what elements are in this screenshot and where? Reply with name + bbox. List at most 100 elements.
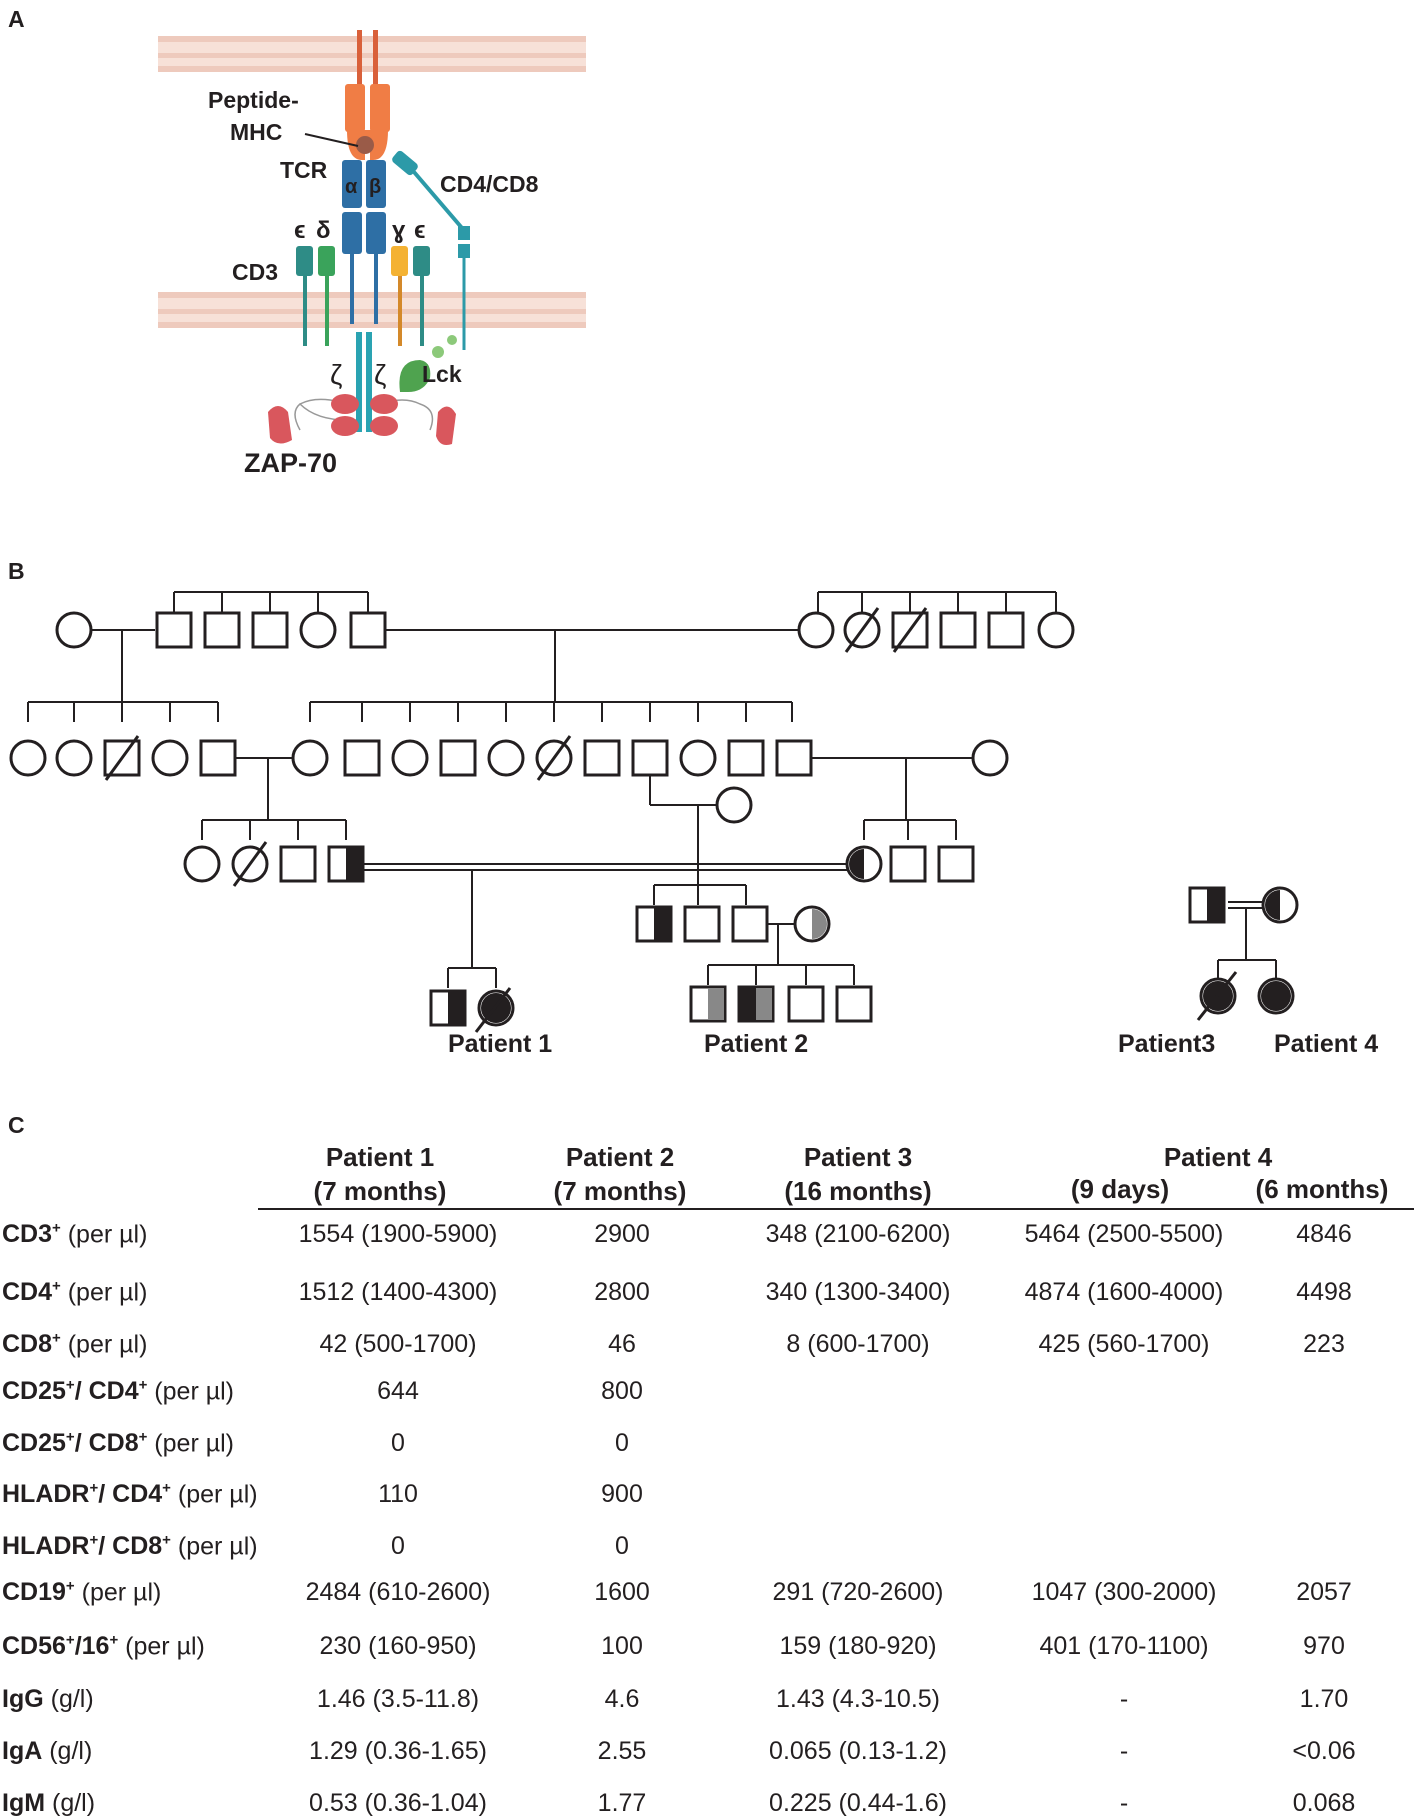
cd4-cd8-label: CD4/CD8 — [440, 171, 539, 197]
table-cell: 970 — [1303, 1632, 1345, 1660]
header-patient1: Patient 1 (7 months) — [290, 1142, 470, 1207]
lower-membrane — [158, 292, 586, 328]
table-cell: 42 (500-1700) — [319, 1330, 477, 1358]
row-unit: (per µl) — [60, 1220, 148, 1249]
table-cell: 2.55 — [597, 1737, 647, 1765]
peptide-pointer-line — [304, 133, 359, 147]
row-unit: (per µl) — [60, 1278, 148, 1307]
header-patient4-age-b: (6 months) — [1255, 1174, 1389, 1204]
row-label: CD25+/ CD4+ (per µl) — [2, 1377, 234, 1406]
table-cell: 100 — [601, 1632, 643, 1660]
patient2-label: Patient 2 — [704, 1030, 808, 1058]
row-label: CD3+ (per µl) — [2, 1220, 147, 1249]
zap70-label: ZAP-70 — [244, 448, 337, 478]
table-cell: 1.77 — [597, 1789, 647, 1817]
table-cell: 2800 — [594, 1278, 650, 1306]
header-patient1-age: (7 months) — [313, 1176, 447, 1206]
table-cell: 2484 (610-2600) — [305, 1578, 491, 1606]
cd3-delta: δ — [316, 217, 331, 244]
patient4-label: Patient 4 — [1274, 1030, 1378, 1058]
table-cell: 5464 (2500-5500) — [1024, 1220, 1224, 1248]
tcr-label: TCR — [280, 157, 328, 183]
table-cell: 8 (600-1700) — [786, 1330, 930, 1358]
header-patient2-age: (7 months) — [553, 1176, 687, 1206]
row-marker: HLADR+/ CD8+ — [2, 1532, 171, 1561]
table-cell: 340 (1300-3400) — [765, 1278, 951, 1306]
table-cell: 0.53 (0.36-1.04) — [309, 1789, 487, 1817]
cd3-gamma: ɣ — [392, 217, 406, 244]
row-unit: (g/l) — [42, 1737, 93, 1765]
table-cell: 1554 (1900-5900) — [298, 1220, 498, 1248]
row-marker: CD25+/ CD8+ — [2, 1429, 148, 1458]
cd3-label: CD3 — [232, 259, 278, 285]
lck-kinase — [399, 335, 457, 392]
row-label: HLADR+/ CD8+ (per µl) — [2, 1532, 258, 1561]
cd3-epsilon-right: ϵ — [414, 217, 425, 244]
zap70-kinase — [268, 394, 456, 445]
table-cell: 2900 — [594, 1220, 650, 1248]
deceased-marks — [104, 607, 1238, 1033]
tcr-chains — [342, 160, 386, 324]
row-label: IgG (g/l) — [2, 1685, 94, 1714]
table-cell: - — [1119, 1737, 1129, 1765]
row-label: CD56+/16+ (per µl) — [2, 1632, 205, 1661]
cd3-chains — [296, 246, 430, 346]
row-label: IgA (g/l) — [2, 1737, 92, 1766]
header-rule — [258, 1208, 1414, 1210]
table-cell: 0 — [391, 1532, 405, 1560]
zeta-left-label: ζ — [330, 359, 342, 390]
table-cell: 4498 — [1296, 1278, 1352, 1306]
cd3-epsilon-left: ϵ — [294, 217, 305, 244]
row-marker: IgA — [2, 1737, 43, 1765]
row-label: CD8+ (per µl) — [2, 1330, 147, 1359]
row-marker: HLADR+/ CD4+ — [2, 1480, 171, 1509]
table-cell: 800 — [601, 1377, 643, 1405]
table-cell: 0 — [615, 1429, 629, 1457]
table-cell: 4846 — [1296, 1220, 1352, 1248]
row-label: HLADR+/ CD4+ (per µl) — [2, 1480, 258, 1509]
row-marker: CD3+ — [2, 1220, 61, 1249]
table-cell: 425 (560-1700) — [1038, 1330, 1210, 1358]
header-patient3: Patient 3 (16 months) — [768, 1142, 948, 1207]
row-unit: (per µl) — [147, 1429, 234, 1458]
table-cell: 644 — [377, 1377, 419, 1405]
row-unit: (per µl) — [74, 1578, 162, 1607]
patient1-label: Patient 1 — [448, 1030, 552, 1058]
patient3-label: Patient3 — [1118, 1030, 1215, 1058]
row-unit: (g/l) — [43, 1685, 94, 1713]
table-cell: 0 — [391, 1429, 405, 1457]
table-cell: 401 (170-1100) — [1039, 1632, 1209, 1660]
zeta-right-label: ζ — [374, 359, 386, 390]
header-patient2: Patient 2 (7 months) — [530, 1142, 710, 1207]
header-patient3-age: (16 months) — [784, 1176, 932, 1206]
row-marker: IgM — [2, 1789, 46, 1817]
table-cell: <0.06 — [1292, 1737, 1356, 1765]
panel-c-letter: C — [8, 1112, 25, 1138]
table-cell: 4.6 — [604, 1685, 640, 1713]
table-cell: 1.43 (4.3-10.5) — [776, 1685, 940, 1713]
table-cell: 230 (160-950) — [319, 1632, 477, 1660]
row-unit: (g/l) — [45, 1789, 96, 1817]
row-marker: IgG — [2, 1685, 44, 1713]
panel-b-letter: B — [8, 558, 25, 584]
table-cell: - — [1119, 1789, 1129, 1817]
table-cell: 0.225 (0.44-1.6) — [769, 1789, 947, 1817]
row-unit: (per µl) — [118, 1632, 205, 1661]
table-cell: 1.29 (0.36-1.65) — [309, 1737, 487, 1765]
header-patient4-age-a: (9 days) — [1070, 1174, 1170, 1204]
row-unit: (per µl) — [147, 1377, 234, 1406]
header-patient1-name: Patient 1 — [325, 1142, 435, 1172]
mhc-molecule — [345, 30, 390, 160]
row-unit: (per µl) — [170, 1480, 258, 1509]
table-cell: - — [1119, 1685, 1129, 1713]
tcr-complex-diagram: Peptide- MHC TCR α β CD4/CD8 ϵ δ ɣ ϵ CD3 — [158, 30, 586, 478]
row-label: CD19+ (per µl) — [2, 1578, 161, 1607]
table-cell: 291 (720-2600) — [772, 1578, 944, 1606]
row-label: IgM (g/l) — [2, 1789, 95, 1818]
lck-label: Lck — [422, 361, 462, 387]
table-cell: 1.70 — [1299, 1685, 1349, 1713]
row-label: CD25+/ CD8+ (per µl) — [2, 1429, 234, 1458]
pedigree-fills — [346, 848, 1291, 1024]
header-patient3-name: Patient 3 — [803, 1142, 913, 1172]
cd4-cd8-coreceptor — [392, 150, 470, 350]
